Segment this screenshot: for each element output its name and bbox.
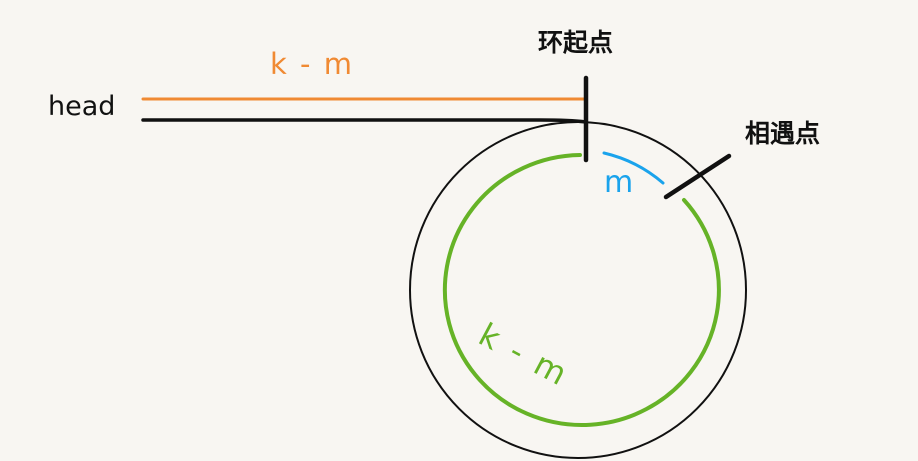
green-arc (442, 153, 721, 427)
blue-arc (602, 151, 665, 185)
straight-segment-label: k - m (270, 47, 354, 81)
meeting-point-tick (663, 153, 732, 200)
cycle-start-label: 环起点 (538, 28, 614, 57)
meeting-point-label: 相遇点 (745, 119, 821, 148)
cycle-circle (409, 121, 747, 459)
list-line (141, 118, 588, 124)
meet-arc-label: m (604, 165, 634, 200)
head-label: head (48, 91, 116, 122)
